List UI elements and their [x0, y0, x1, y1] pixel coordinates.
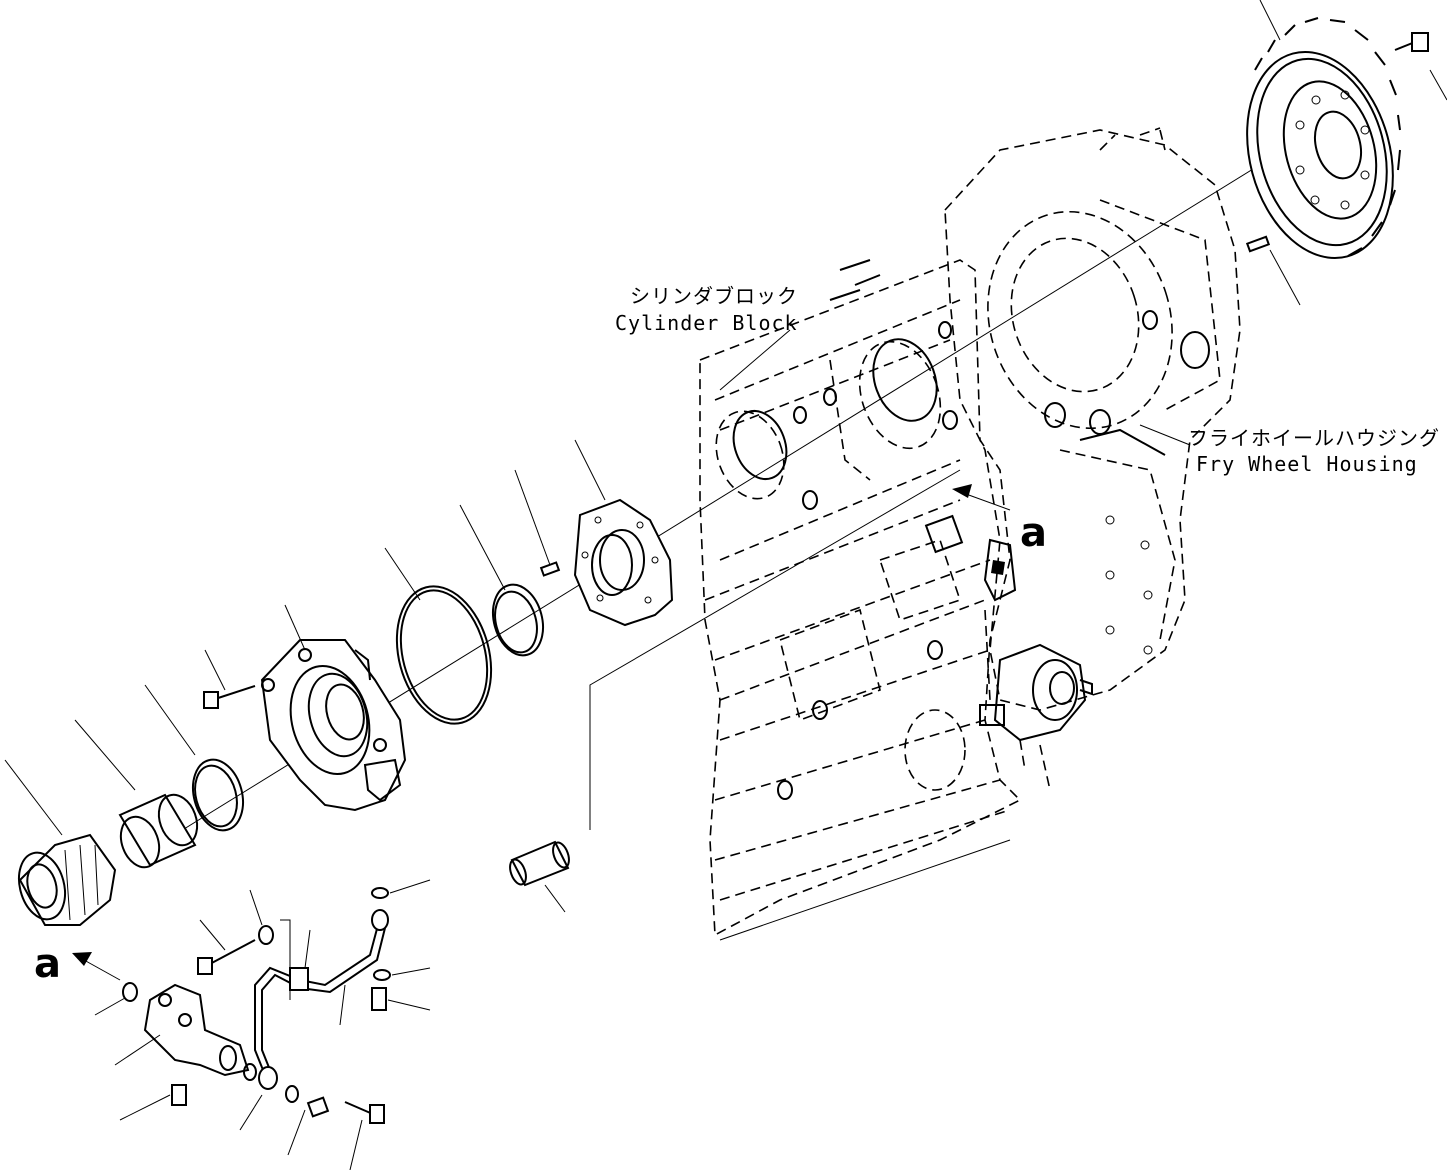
- cylinder-block-leader: [719, 329, 791, 391]
- flywheel-housing-label-jp: フライホイールハウジング: [1188, 426, 1440, 450]
- flywheel-dowel-pin: [1245, 235, 1301, 306]
- pump-o-ring: [94, 982, 138, 1016]
- cylinder-block: [699, 259, 1093, 941]
- oil-pipe: [254, 909, 389, 1090]
- cylinder-block-label-en: Cylinder Block: [615, 311, 798, 335]
- snap-ring: [459, 504, 544, 657]
- washer-mid: [373, 967, 431, 981]
- flywheel-housing-label-en: Fry Wheel Housing: [1196, 452, 1418, 476]
- flywheel-gear: [1246, 17, 1401, 260]
- pipe-bolt: [197, 889, 274, 975]
- flywheel-housing: [944, 127, 1241, 711]
- o-ring-large: [384, 547, 493, 725]
- view-marker-a-right: a: [1020, 510, 1047, 556]
- flywheel-housing-leader: [1139, 424, 1191, 446]
- banjo-washer: [285, 1085, 306, 1156]
- plug: [371, 987, 431, 1011]
- key-pin: [514, 469, 561, 577]
- banjo-bolt: [306, 1096, 385, 1170]
- pump-body: [114, 983, 250, 1077]
- pump-plug: [119, 1084, 187, 1121]
- washer-top: [371, 879, 431, 899]
- view-arrow-right: [952, 484, 1011, 511]
- flywheel-bolt: [1394, 32, 1447, 101]
- flange-bolt: [203, 649, 256, 709]
- spline-coupling: [4, 759, 117, 926]
- seal-flange: [573, 439, 674, 627]
- bearing-housing: [260, 604, 407, 812]
- pump-washer: [239, 1063, 263, 1131]
- cylinder-block-label-jp: シリンダブロック: [630, 284, 798, 308]
- flywheel-leader: [1259, 0, 1281, 41]
- view-marker-a-left: a: [34, 941, 61, 987]
- view-arrow-left: [72, 952, 121, 981]
- retaining-ring: [144, 684, 244, 832]
- sleeve: [509, 840, 570, 913]
- bushing: [74, 719, 199, 869]
